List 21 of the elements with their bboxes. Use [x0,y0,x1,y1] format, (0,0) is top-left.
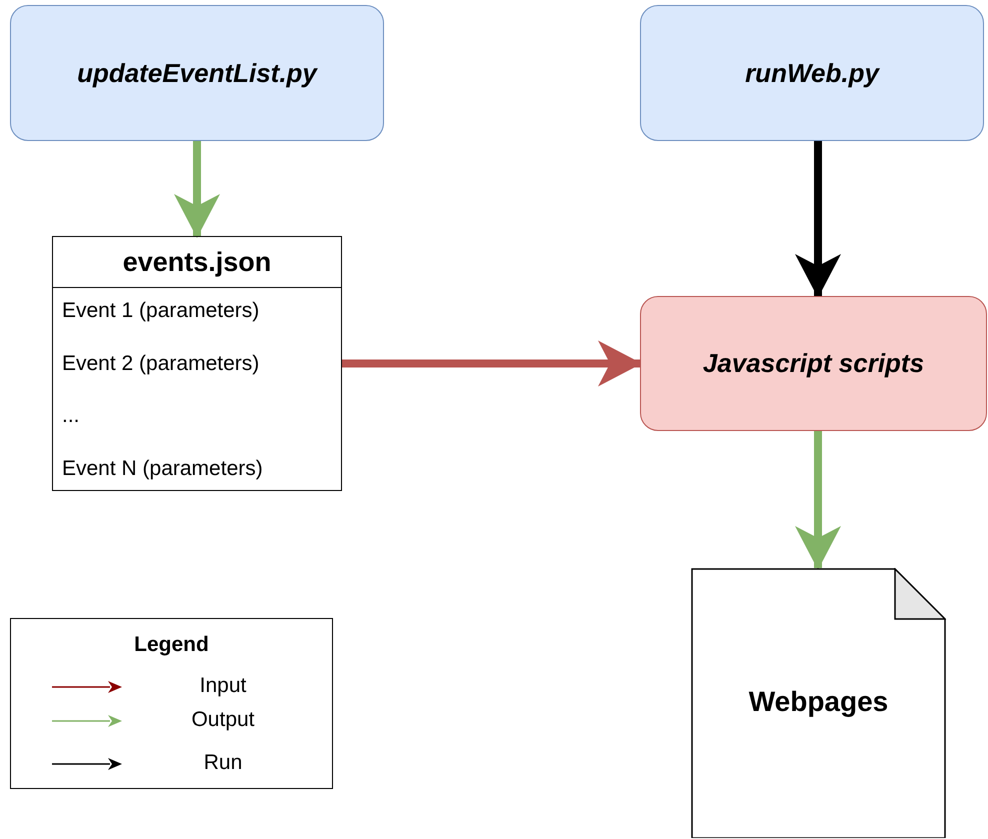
process-box [10,5,384,141]
legend-label: Input [198,674,248,698]
document-label: Webpages [748,686,888,718]
arrow [174,141,220,238]
file-table [52,236,342,491]
list-item: ... [62,404,80,428]
box-label: Javascript scripts [702,348,924,379]
legend-label: Run [202,751,244,775]
process-box [640,296,987,431]
list-item: Event N (parameters) [62,456,263,480]
process-box [640,5,984,141]
table-header: events.json [53,237,341,288]
arrow [795,141,841,298]
list-item: Event 1 (parameters) [62,299,260,323]
box-label: updateEventList.py [77,58,317,88]
legend-label: Output [190,708,256,732]
box-label: runWeb.py [745,58,879,88]
arrow [795,431,841,570]
legend-title: Legend [133,633,210,657]
arrow [342,340,642,386]
list-item: Event 2 (parameters) [62,352,260,376]
